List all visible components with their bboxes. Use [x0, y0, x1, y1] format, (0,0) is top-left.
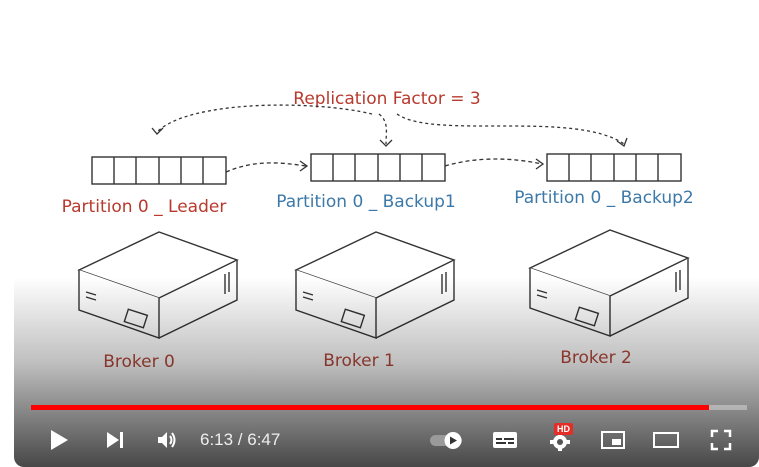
autoplay-toggle[interactable] — [426, 418, 470, 462]
miniplayer-icon — [601, 431, 625, 449]
broker-1-server — [294, 231, 456, 339]
video-player[interactable]: Replication Factor = 3 — [14, 0, 759, 467]
replication-arrows — [156, 104, 625, 145]
replication-flow-arrows — [225, 158, 543, 173]
theater-icon — [653, 432, 679, 448]
play-icon — [51, 430, 68, 450]
play-button[interactable] — [42, 418, 76, 462]
next-button[interactable] — [98, 418, 132, 462]
video-frame: Replication Factor = 3 — [62, 89, 694, 372]
hd-badge: HD — [554, 423, 573, 435]
time-display: 6:13 / 6:47 — [200, 430, 281, 449]
progress-bar[interactable] — [31, 405, 747, 410]
partition-leader-label: Partition 0 _ Leader — [62, 197, 227, 217]
fullscreen-icon — [710, 429, 732, 451]
broker-0-label: Broker 0 — [103, 352, 175, 372]
volume-icon — [158, 432, 176, 448]
autoplay-toggle-icon — [430, 432, 462, 449]
progress-played — [31, 405, 710, 410]
theater-mode-button[interactable] — [648, 418, 684, 462]
next-icon — [107, 432, 123, 448]
settings-button[interactable]: HD — [540, 418, 580, 462]
partition-backup1-label: Partition 0 _ Backup1 — [276, 192, 456, 212]
volume-button[interactable] — [150, 418, 184, 462]
partition-backup2-label: Partition 0 _ Backup2 — [514, 188, 694, 208]
broker-1-label: Broker 1 — [323, 351, 395, 371]
subtitles-icon — [493, 432, 517, 448]
subtitles-button[interactable] — [488, 418, 522, 462]
broker-0-server — [77, 231, 239, 339]
partition-logs — [91, 153, 682, 185]
player-controls: 6:13 / 6:47 HD — [14, 418, 759, 462]
fullscreen-button[interactable] — [704, 418, 738, 462]
broker-2-server — [528, 229, 690, 337]
miniplayer-button[interactable] — [596, 418, 630, 462]
broker-2-label: Broker 2 — [560, 348, 632, 368]
replication-factor-title: Replication Factor = 3 — [293, 89, 480, 109]
